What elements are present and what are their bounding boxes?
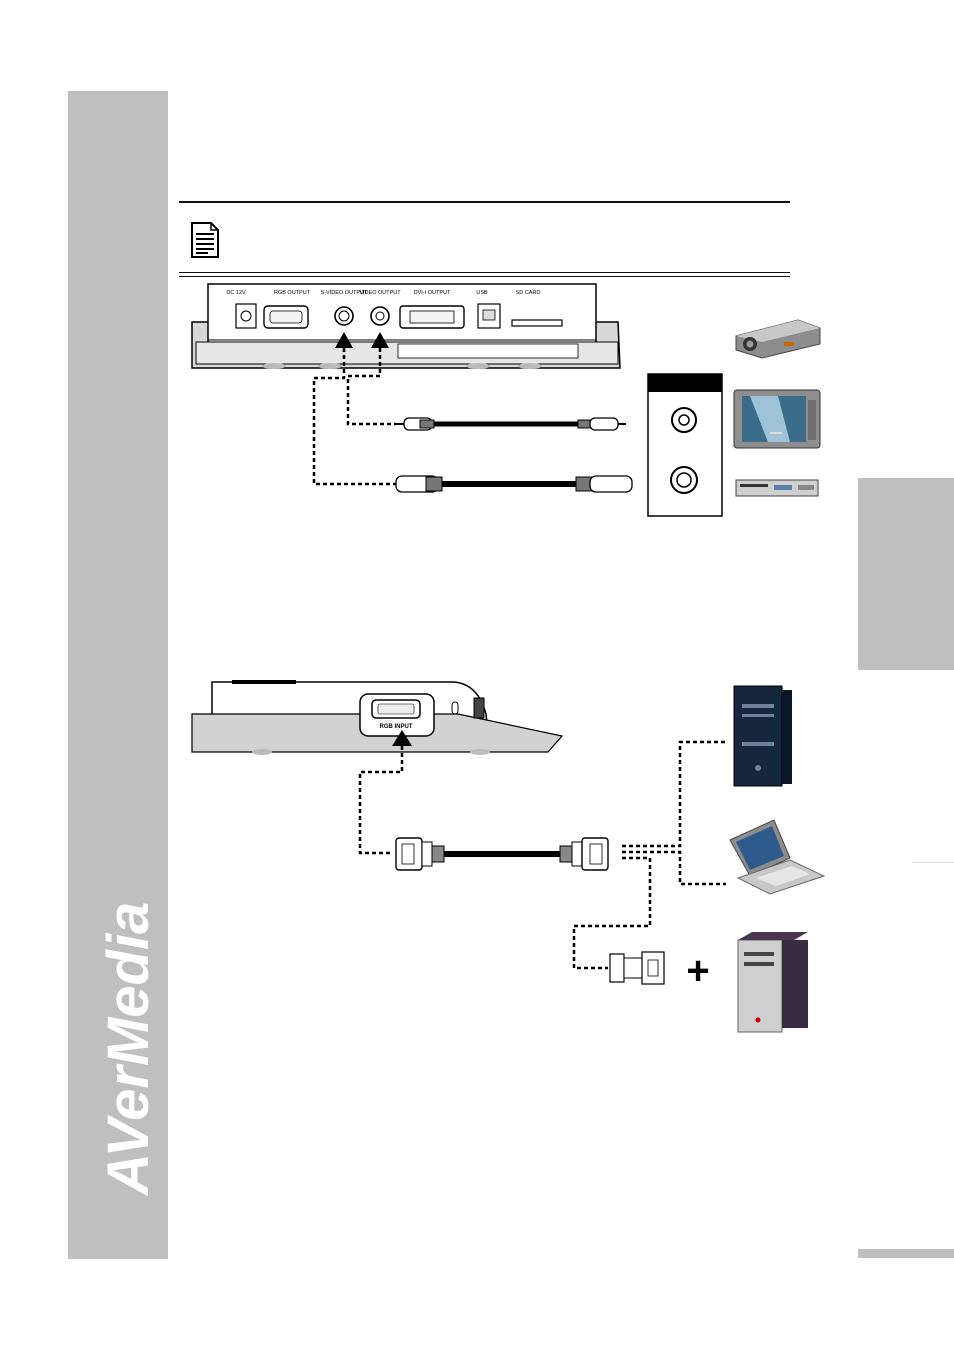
projector-icon <box>736 320 820 358</box>
port-label-rgb-input: RGB INPUT <box>380 724 413 730</box>
svideo-cable <box>396 476 632 492</box>
svideo-output-port <box>335 307 353 325</box>
brand-name: AVerMedia <box>96 902 158 1197</box>
desktop-leader-line <box>622 742 728 846</box>
side-rule <box>912 862 954 863</box>
port-label-dvi-output: DVI-I OUTPUT <box>414 290 451 296</box>
mac-tower-icon <box>738 932 808 1032</box>
rgb-input-diagram: RGB INPUT + <box>178 670 838 1050</box>
brand-logo: AVerMedia <box>88 900 158 1200</box>
plus-sign: + <box>686 949 709 993</box>
port-label-sd-card: SD CARD <box>516 290 541 296</box>
port-label-dc: DC 12V <box>226 290 246 296</box>
laptop-icon <box>730 820 824 894</box>
television-icon <box>734 390 820 448</box>
mac-adapter-icon <box>610 952 664 984</box>
page-number-bar <box>858 1249 954 1258</box>
note-icon <box>190 222 220 258</box>
device-side-view: RGB INPUT <box>192 680 562 755</box>
video-output-port <box>371 307 389 325</box>
port-label-video-output: VIDEO OUTPUT <box>359 290 401 296</box>
dvd-player-icon <box>736 480 818 496</box>
video-output-diagram: DC 12V RGB OUTPUT S-VIDEO OUTPUT VIDEO O… <box>178 280 838 520</box>
note-rule-top <box>179 201 790 203</box>
sd-card-slot <box>512 320 562 326</box>
port-label-usb: USB <box>476 290 488 296</box>
composite-video-cable <box>396 418 626 430</box>
port-label-rgb-output: RGB OUTPUT <box>274 290 311 296</box>
vga-cable <box>396 838 608 870</box>
dc-jack <box>236 304 256 328</box>
note-rule-bottom-double <box>179 276 790 277</box>
device-rear-panel: DC 12V RGB OUTPUT S-VIDEO OUTPUT VIDEO O… <box>192 284 620 369</box>
rgb-leader-line <box>360 746 402 853</box>
mac-leader-line <box>574 858 650 968</box>
display-input-panel <box>648 374 722 516</box>
note-rule-bottom <box>179 272 790 273</box>
chapter-tab <box>858 478 954 670</box>
desktop-computer-icon <box>734 686 792 786</box>
